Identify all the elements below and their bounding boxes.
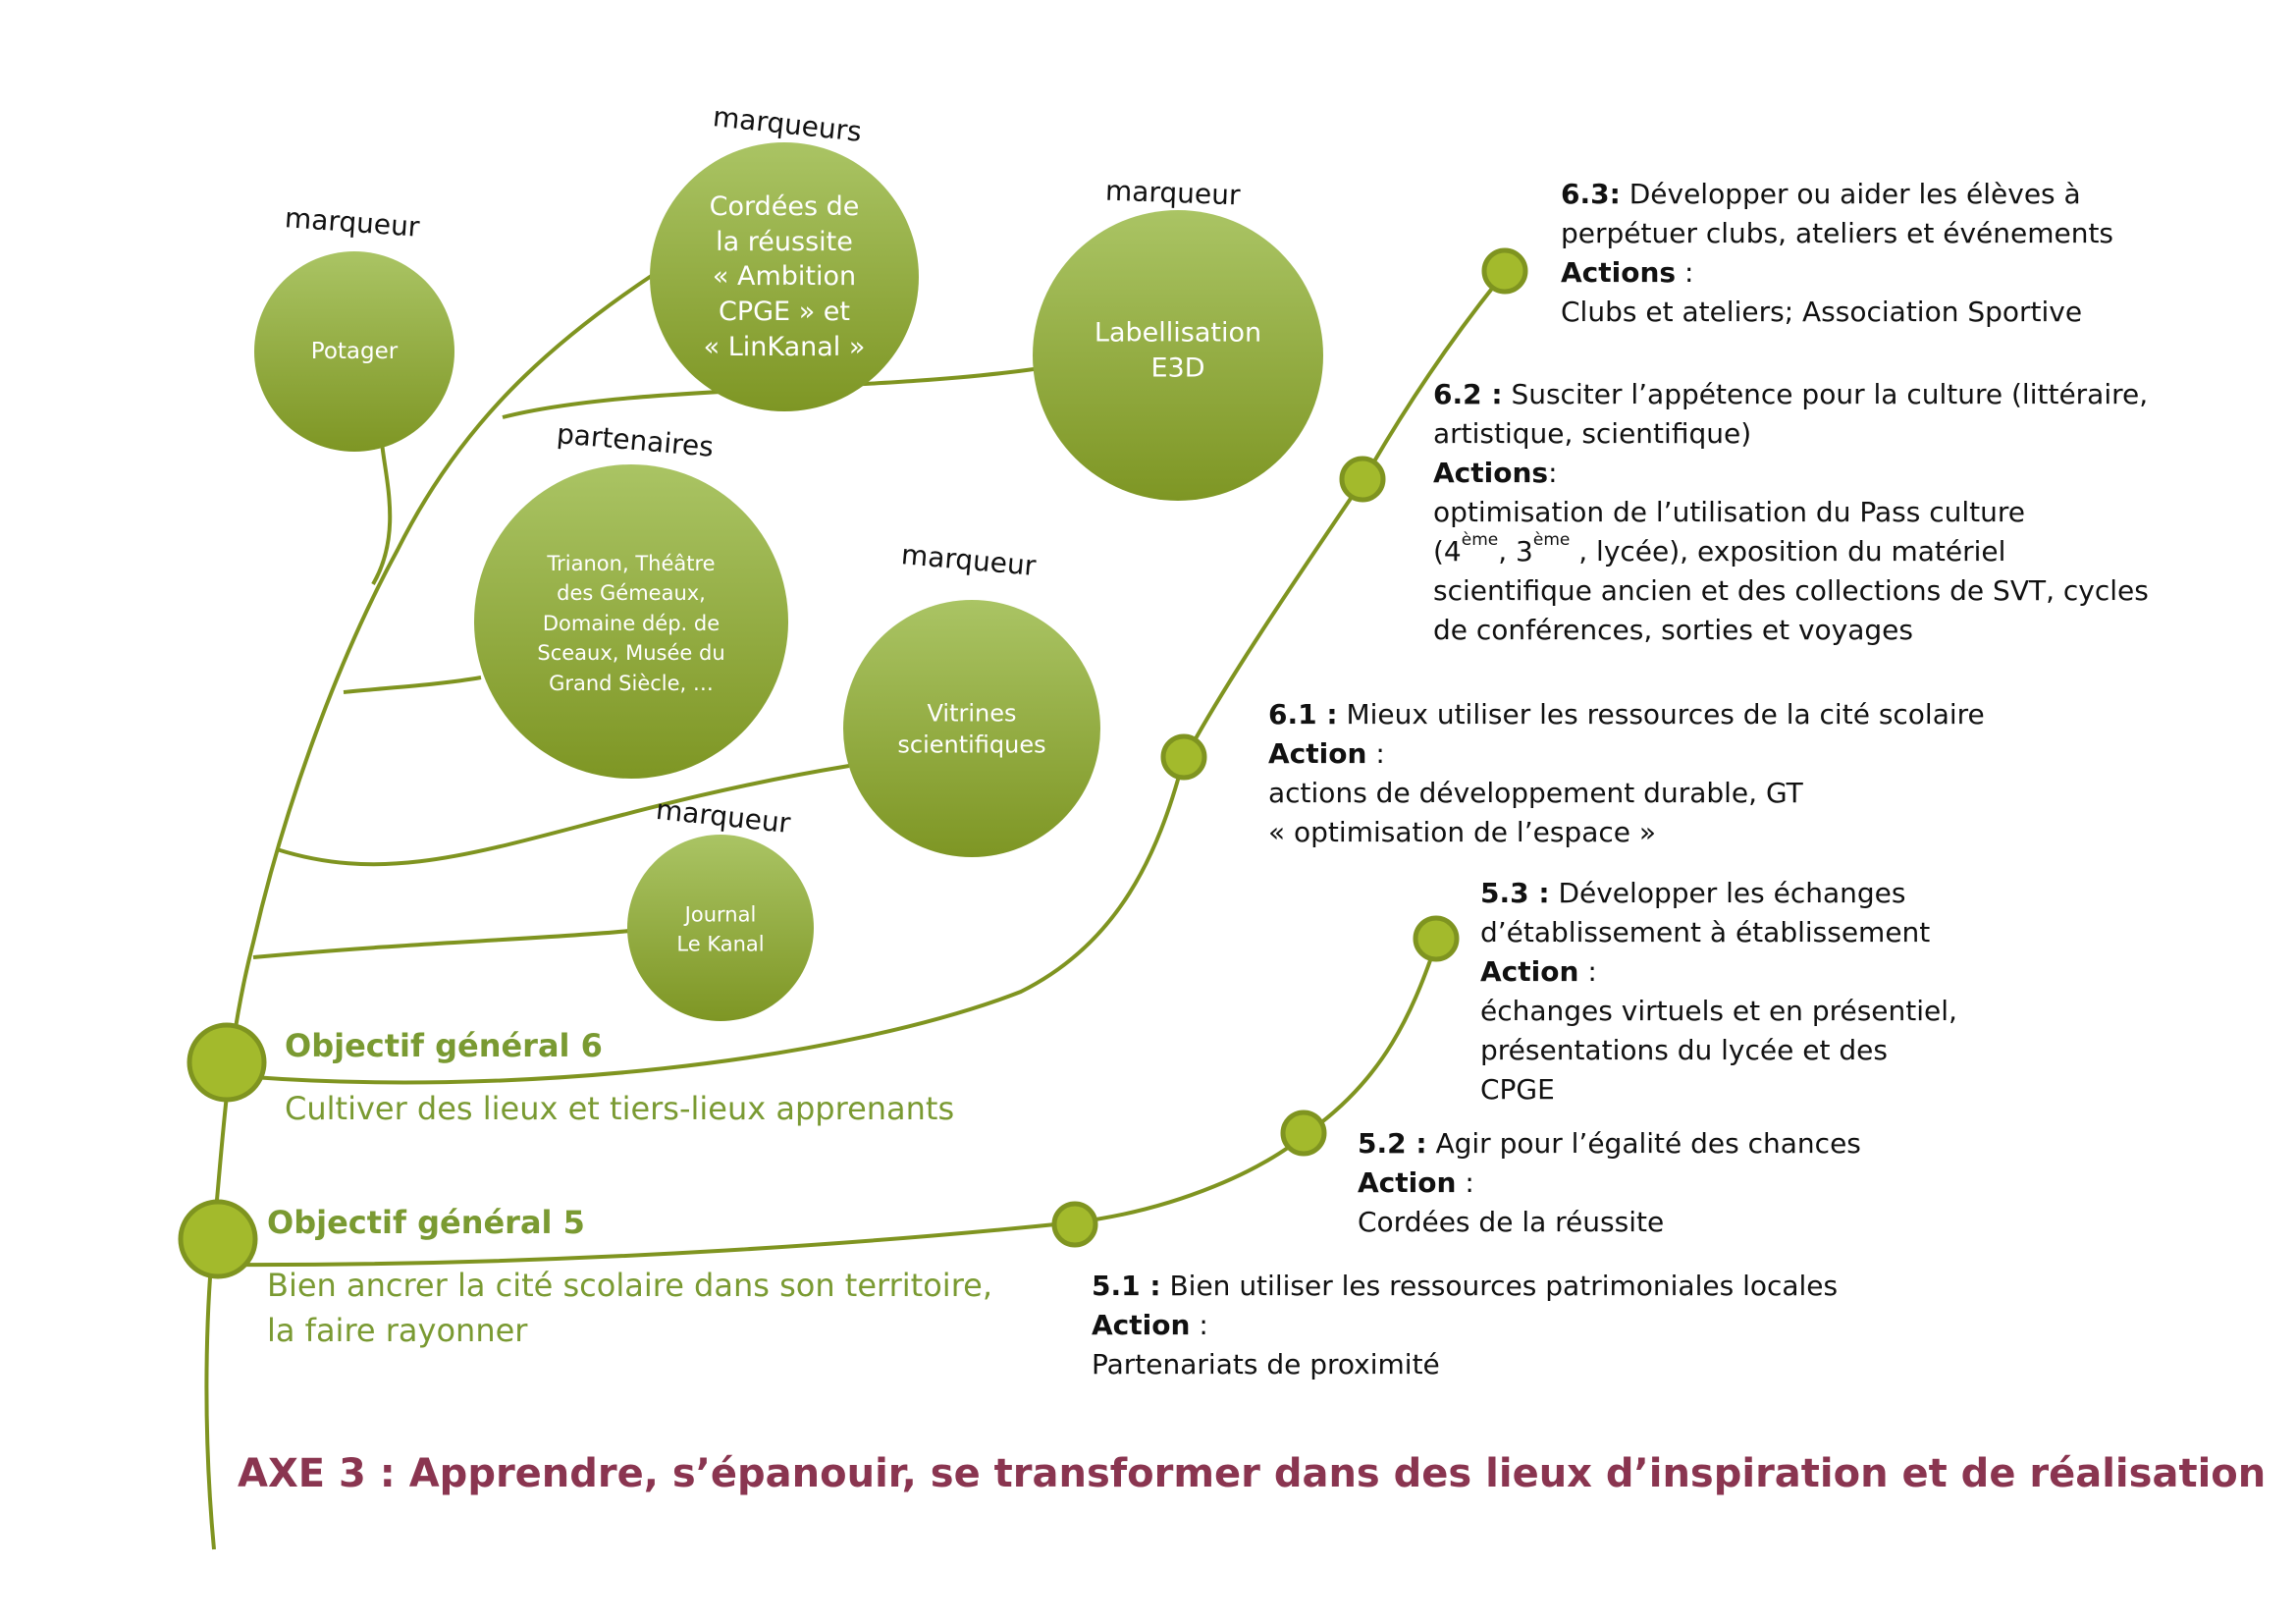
node-6-1 <box>1160 733 1207 781</box>
branch-potager <box>371 431 393 586</box>
sub-objective-6-3: 6.3: Développer ou aider les élèves à pe… <box>1561 178 2114 328</box>
node-5-2 <box>1280 1110 1327 1157</box>
objectif-5-title: Objectif général 5 <box>267 1204 585 1241</box>
sub-objective-5-2: 5.2 : Agir pour l’égalité des chances Ac… <box>1358 1127 1861 1238</box>
bubble-text-cordees: Cordées de la réussite « Ambition CPGE »… <box>703 190 866 362</box>
bubble-potager <box>254 251 454 452</box>
branch-journal <box>252 929 631 959</box>
branch-objectif-5 <box>215 937 1440 1268</box>
bubble-text-journal: Journal Le Kanal <box>676 902 765 956</box>
node-objectif-5 <box>178 1199 258 1279</box>
bubble-partenaires <box>474 464 788 779</box>
axe-title: AXE 3 : Apprendre, s’épanouir, se transf… <box>238 1451 2267 1496</box>
objectif-6-title: Objectif général 6 <box>285 1027 603 1064</box>
branch-partenaires <box>343 676 482 694</box>
node-6-2 <box>1339 456 1386 503</box>
trunk <box>204 273 655 1550</box>
bubble-vitrines <box>843 600 1100 857</box>
bubble-text-e3d: Labellisation E3D <box>1094 317 1262 383</box>
node-6-3 <box>1481 247 1528 295</box>
bubble-text-potager: Potager <box>310 338 399 364</box>
objectif-6-subtitle: Cultiver des lieux et tiers-lieux appren… <box>285 1090 955 1127</box>
bubble-journal <box>627 835 814 1021</box>
node-5-1 <box>1051 1201 1098 1248</box>
branch-objectif-6 <box>227 268 1509 1085</box>
node-5-3 <box>1413 915 1460 962</box>
sub-objective-6-2: 6.2 : Susciter l’appétence pour la cultu… <box>1433 378 2149 646</box>
bubble-text-partenaires: Trianon, Théâtre des Gémeaux, Domaine dé… <box>537 551 725 695</box>
branch-vitrines <box>276 764 850 867</box>
label-e3d: marqueur <box>1104 174 1242 212</box>
bubble-text-vitrines: Vitrines scientifiques <box>897 699 1046 758</box>
sub-objective-5-3: 5.3 : Développer les échanges d’établiss… <box>1480 877 1957 1106</box>
sub-objective-6-1: 6.1 : Mieux utiliser les ressources de l… <box>1268 698 1985 848</box>
objectif-5-subtitle: Bien ancrer la cité scolaire dans son te… <box>267 1267 992 1350</box>
bubble-cordees <box>650 142 919 411</box>
bubble-e3d <box>1033 210 1323 501</box>
sub-objective-5-1: 5.1 : Bien utiliser les ressources patri… <box>1092 1270 1839 1380</box>
node-objectif-6 <box>187 1022 267 1103</box>
